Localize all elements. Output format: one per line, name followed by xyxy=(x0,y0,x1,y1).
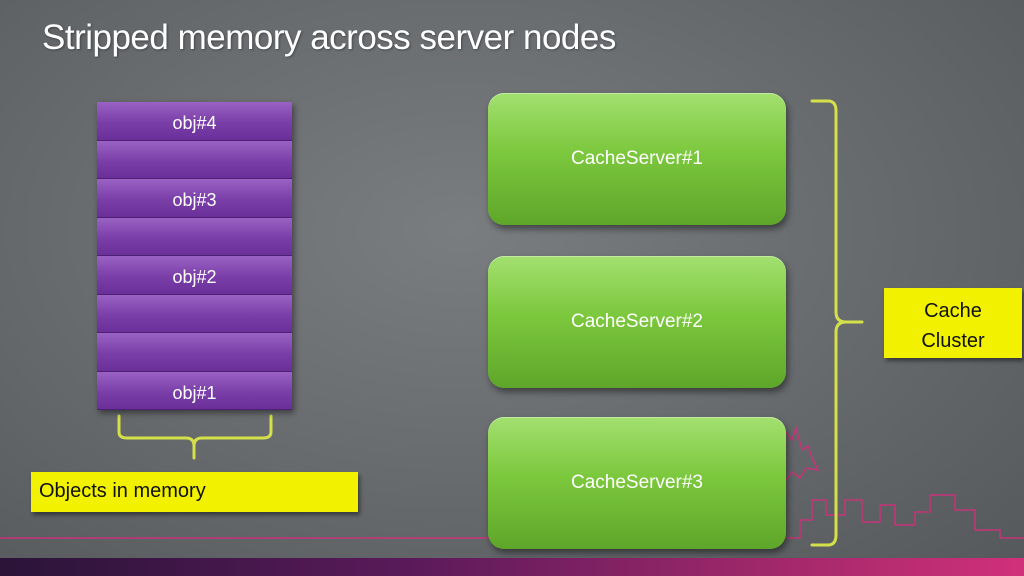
memory-cell xyxy=(97,294,292,333)
memory-cell xyxy=(97,217,292,256)
cache-server-1: CacheServer#1 xyxy=(488,93,786,225)
bottom-accent-bar xyxy=(0,558,1024,576)
memory-cell xyxy=(97,333,292,372)
objects-in-memory-label: Objects in memory xyxy=(31,472,358,512)
memory-cell: obj#2 xyxy=(97,256,292,295)
memory-cell: obj#3 xyxy=(97,179,292,218)
slide-title: Stripped memory across server nodes xyxy=(42,18,616,57)
memory-cell: obj#4 xyxy=(97,102,292,141)
cache-server-3: CacheServer#3 xyxy=(488,417,786,549)
memory-stack: obj#4 obj#3 obj#2 obj#1 xyxy=(97,102,292,410)
objects-brace xyxy=(117,414,273,460)
cache-cluster-label-line2: Cluster xyxy=(921,330,985,352)
cache-server-2: CacheServer#2 xyxy=(488,256,786,388)
cache-cluster-label: Cache Cluster xyxy=(884,288,1022,358)
memory-cell xyxy=(97,140,292,179)
skyline-decoration xyxy=(0,425,1024,539)
memory-cell: obj#1 xyxy=(97,371,292,410)
cache-cluster-label-line1: Cache xyxy=(924,300,982,322)
cluster-brace xyxy=(810,99,864,547)
